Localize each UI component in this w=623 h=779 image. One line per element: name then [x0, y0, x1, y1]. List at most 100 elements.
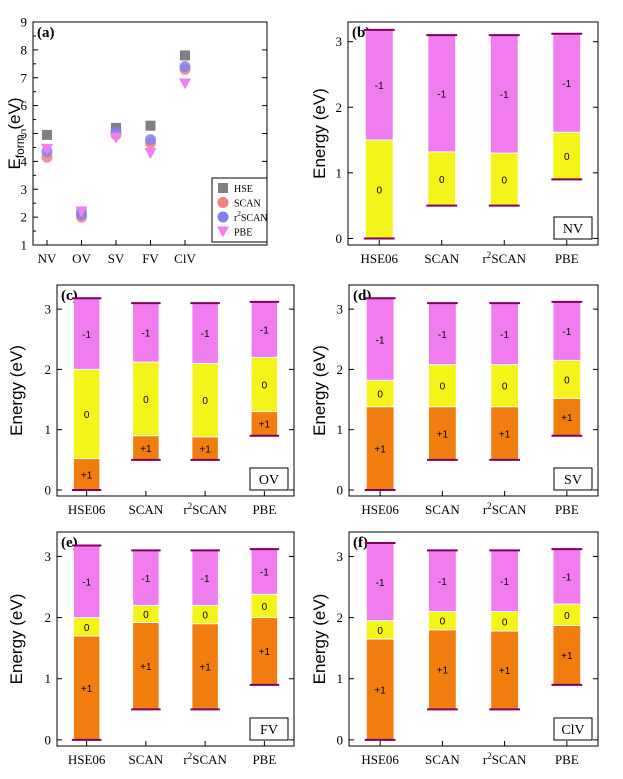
segment-label: 0 — [564, 152, 570, 163]
defect-tag-box — [249, 717, 289, 741]
x-tick-label: SCAN — [129, 752, 164, 767]
x-tick-label: NV — [38, 251, 57, 266]
defect-tag-box — [553, 467, 593, 491]
x-tick-label: r2SCAN — [183, 751, 227, 767]
bar-segment--1 — [73, 545, 100, 618]
bar-segment-+1 — [192, 623, 218, 710]
bar-segment--1 — [553, 549, 581, 605]
bar-segment-+1 — [251, 617, 278, 685]
segment-label: 0 — [501, 175, 507, 186]
segment-label: +1 — [259, 647, 271, 658]
point-r2SCAN — [179, 61, 191, 73]
point-PBE — [179, 78, 191, 90]
defect-tag: SV — [564, 473, 582, 488]
x-tick-label: SCAN — [424, 251, 459, 266]
bar-segment--1 — [428, 550, 456, 612]
point-PBE — [75, 206, 88, 218]
point-PBE — [144, 148, 157, 160]
bar-segment-0 — [491, 364, 519, 407]
bar-segment-+1 — [428, 406, 456, 460]
segment-label: -1 — [141, 574, 150, 585]
bar-segment-+1 — [553, 398, 581, 436]
x-tick-label: r2SCAN — [483, 751, 527, 767]
y-tick-label: 2 — [336, 100, 343, 115]
segment-label: 0 — [143, 395, 149, 406]
legend-marker — [217, 226, 229, 238]
segment-label: +1 — [140, 444, 152, 455]
segment-label: +1 — [499, 666, 511, 677]
x-tick-label: PBE — [555, 251, 579, 266]
y-tick-label: 3 — [21, 182, 28, 197]
bar-segment--1 — [491, 303, 519, 365]
y-tick-label: 2 — [337, 362, 344, 377]
segment-label: 0 — [262, 602, 268, 613]
bar-segment-0 — [133, 362, 159, 436]
point-r2SCAN — [145, 134, 156, 146]
defect-tag: NV — [563, 222, 583, 237]
x-tick-label: SV — [108, 251, 125, 266]
bar-segment-0 — [553, 132, 581, 180]
y-tick-label: 3 — [337, 302, 344, 317]
bar-segment-+1 — [366, 639, 394, 740]
bar-segment-0 — [553, 360, 581, 399]
y-tick-label: 2 — [45, 610, 52, 625]
segment-label: -1 — [201, 329, 210, 340]
bar-segment--1 — [192, 303, 218, 364]
bar-segment-+1 — [428, 629, 456, 710]
y-tick-label: 0 — [45, 482, 52, 497]
segment-label: -1 — [500, 330, 509, 341]
bar-segment-+1 — [133, 622, 159, 710]
segment-label: -1 — [438, 330, 447, 341]
bar-segment--1 — [365, 29, 393, 141]
segment-label: -1 — [141, 329, 150, 340]
segment-label: -1 — [437, 89, 446, 100]
y-tick-label: 1 — [21, 238, 28, 253]
y-tick-label: 3 — [336, 34, 343, 49]
segment-label: -1 — [375, 81, 384, 92]
bar-segment-0 — [365, 140, 393, 239]
y-tick-label: 8 — [21, 42, 28, 57]
defect-tag-box — [249, 467, 289, 491]
panel-label: (f) — [353, 535, 368, 551]
legend-label: HSE — [234, 184, 253, 195]
segment-label: -1 — [260, 326, 269, 337]
segment-label: -1 — [562, 79, 571, 90]
bar-segment-0 — [428, 364, 456, 407]
y-axis-title: Energy (eV) — [310, 594, 329, 685]
plot-frame — [348, 284, 599, 497]
segment-label: +1 — [561, 651, 573, 662]
segment-label: -1 — [562, 327, 571, 338]
y-tick-label: 3 — [45, 302, 52, 317]
segment-label: +1 — [199, 663, 211, 674]
segment-label: -1 — [562, 573, 571, 584]
segment-label: +1 — [81, 470, 93, 481]
defect-tag: ClV — [561, 723, 584, 738]
panel-label: (e) — [61, 535, 78, 551]
y-tick-label: 2 — [21, 210, 28, 225]
y-tick-label: 9 — [21, 15, 28, 30]
segment-label: -1 — [82, 578, 91, 589]
x-tick-label: SCAN — [129, 502, 164, 517]
bar-segment-0 — [366, 620, 394, 639]
bar-segment-0 — [251, 357, 278, 412]
point-HSE — [145, 120, 156, 131]
segment-label: +1 — [140, 662, 152, 673]
bar-segment--1 — [192, 550, 218, 606]
bar-segment--1 — [73, 298, 100, 370]
segment-label: -1 — [376, 578, 385, 589]
bar-segment--1 — [251, 301, 278, 358]
y-tick-label: 1 — [336, 165, 343, 180]
segment-label: 0 — [439, 175, 445, 186]
segment-label: 0 — [262, 380, 268, 391]
segment-label: +1 — [499, 429, 511, 440]
segment-label: 0 — [377, 390, 383, 401]
y-axis-title: Energy (eV) — [310, 345, 329, 436]
y-tick-label: 7 — [21, 70, 28, 85]
x-tick-label: r2SCAN — [183, 501, 227, 517]
x-tick-label: SCAN — [425, 502, 460, 517]
segment-label: +1 — [561, 413, 573, 424]
